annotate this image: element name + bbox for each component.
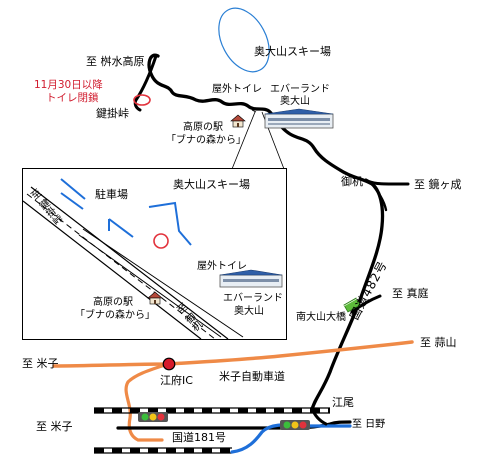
inset-label-outdoor-toilet: 屋外トイレ (197, 261, 247, 272)
inset-leader-line-1 (231, 111, 256, 170)
inset-label-parking: 駐車場 (95, 188, 128, 201)
inset-detail-map: 奥大山スキー場 駐車場 至 鍵掛峠 屋外トイレ エバーランド 奥大山 高原の駅 … (22, 168, 287, 340)
traffic-light-west (138, 412, 168, 422)
inset-label-everland-line2: 奥大山 (234, 306, 264, 317)
label-mikiri: 御机 (341, 175, 363, 188)
main-road (147, 53, 385, 412)
label-everland-line2: 奥大山 (280, 96, 310, 107)
label-yonago-expressway: 米子自動車道 (219, 370, 285, 383)
label-outdoor-toilet: 屋外トイレ (212, 84, 262, 95)
route-482-lower (310, 406, 328, 426)
label-notice-line1: 11月30日以降 (34, 79, 103, 91)
kougen-eki-house-icon (230, 114, 246, 128)
label-manba: 至 真庭 (392, 287, 429, 300)
everland-building-icon (264, 108, 334, 129)
inset-everland-building-icon (219, 269, 283, 288)
road-to-kagamigan (364, 178, 410, 186)
toilet-closed-circle (133, 94, 151, 106)
traffic-light-east (280, 420, 310, 430)
label-minami-daisen-bridge: 南大山大橋 (296, 312, 346, 323)
inset-kougen-eki-house-icon (147, 291, 163, 305)
label-hiruzen: 至 蒜山 (420, 336, 457, 349)
label-yonago-lower: 至 米子 (36, 420, 73, 433)
inset-canvas (23, 178, 244, 339)
road-mikiri-loop (370, 182, 388, 212)
label-kagamigan: 至 鏡ヶ成 (414, 178, 462, 191)
inset-label-kougen-eki-line1: 高原の駅 (93, 297, 133, 308)
label-kougen-eki-line2: 「ブナの森から」 (166, 135, 246, 146)
inset-label-kougen-eki-line2: 「ブナの森から」 (75, 310, 155, 321)
inset-label-everland-line1: エバーランド (223, 293, 283, 304)
road-to-masumizu (133, 54, 158, 112)
label-everland-line1: エバーランド (270, 84, 330, 95)
label-yonago-upper: 至 米子 (22, 357, 59, 370)
road-to-manba (350, 294, 382, 314)
railway (94, 407, 330, 454)
inset-label-okudaisen-ski: 奥大山スキー場 (173, 178, 250, 191)
efu-ic-marker (162, 357, 176, 371)
label-eo: 江尾 (332, 396, 354, 409)
ski-area-outline (218, 7, 270, 73)
label-route-181: 国道181号 (172, 431, 226, 444)
label-notice-line2: トイレ閉鎖 (46, 92, 99, 104)
efu-ic-ramp (124, 362, 170, 442)
label-efu-ic: 江府IC (160, 374, 193, 387)
label-kougen-eki-line1: 高原の駅 (183, 122, 223, 133)
yonago-expressway (52, 340, 414, 368)
label-okudaisen-ski: 奥大山スキー場 (254, 45, 331, 58)
label-masumizu: 至 桝水高原 (86, 55, 145, 68)
label-kakekaketouge: 鍵掛峠 (96, 107, 129, 120)
toilet-leader-line (251, 109, 257, 113)
label-hino: 至 日野 (352, 419, 386, 430)
minami-daisen-bridge-icon (343, 296, 361, 313)
